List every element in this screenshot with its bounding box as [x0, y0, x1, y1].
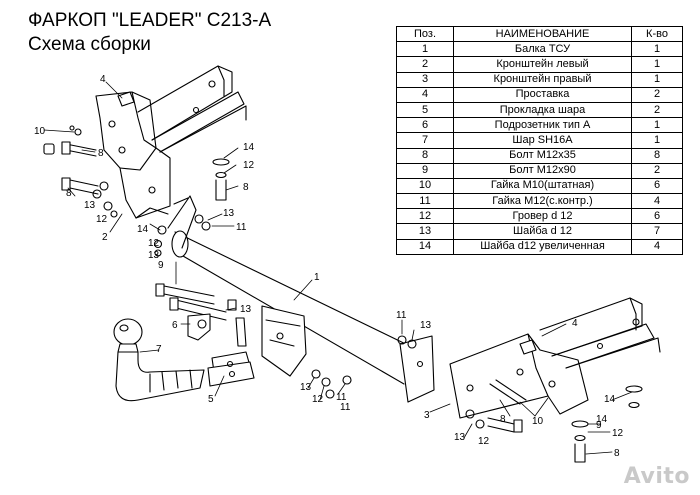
- callout-7: 7: [156, 344, 162, 355]
- callout-10: 10: [34, 126, 46, 137]
- cell-name: Шар SH16A: [453, 132, 632, 149]
- callout-12d: 12: [312, 394, 324, 405]
- callout-5: 5: [208, 394, 214, 405]
- callout-9b: 9: [596, 420, 602, 431]
- cell-name: Болт М12х35: [453, 147, 632, 164]
- callout-14d: 14: [596, 414, 608, 425]
- callout-13b: 13: [223, 208, 235, 219]
- callout-8d: 8: [500, 414, 506, 425]
- callout-8c: 8: [243, 182, 249, 193]
- callout-11c: 11: [336, 392, 347, 403]
- callout-4: 4: [100, 74, 106, 85]
- leader-lines: [43, 81, 633, 455]
- callout-11d: 11: [340, 402, 351, 413]
- hitch-beam: [167, 195, 435, 403]
- callout-13e: 13: [420, 320, 432, 331]
- callout-1: 1: [314, 272, 320, 283]
- left-fasteners: [43, 125, 118, 218]
- callout-14b: 14: [137, 224, 149, 235]
- callout-12c: 12: [148, 238, 160, 249]
- callout-13g: 13: [454, 432, 466, 443]
- tow-ball: [113, 318, 205, 402]
- diagram-subtitle: Схема сборки: [28, 34, 151, 55]
- callout-13c: 13: [148, 250, 160, 261]
- callout-12e: 12: [478, 436, 490, 447]
- callout-labels: 4 10 8 8 13 12 2 14 12 8 13 11 14 12 13 …: [34, 74, 624, 459]
- left-spacer: [117, 91, 135, 107]
- cell-qty: 4: [631, 238, 683, 255]
- callout-3: 3: [424, 410, 430, 421]
- callout-14c: 14: [604, 394, 616, 405]
- socket-bracket: [187, 313, 211, 341]
- callout-8: 8: [98, 148, 104, 159]
- right-bracket: [449, 333, 589, 419]
- callout-6: 6: [172, 320, 178, 331]
- callout-10b: 10: [532, 416, 544, 427]
- left-frame-rail: [137, 65, 247, 153]
- cell-name: Кронштейн правый: [453, 71, 632, 88]
- callout-2: 2: [102, 232, 108, 243]
- center-fasteners-upper: [153, 158, 230, 257]
- cell-name: Шайба d12 увеличенная: [453, 238, 632, 255]
- cell-qty: 7: [631, 223, 683, 240]
- callout-12: 12: [96, 214, 108, 225]
- callout-4b: 4: [572, 318, 578, 329]
- long-bolts: [155, 283, 237, 321]
- callout-13: 13: [84, 200, 96, 211]
- callout-11b: 11: [396, 310, 407, 321]
- callout-12b: 12: [243, 160, 255, 171]
- cell-name: Гайка М12(с.контр.): [453, 193, 632, 210]
- callout-12f: 12: [612, 428, 624, 439]
- callout-11: 11: [236, 222, 247, 233]
- right-frame-rail: [519, 297, 661, 369]
- callout-14: 14: [243, 142, 255, 153]
- callout-8e: 8: [614, 448, 620, 459]
- right-fasteners: [465, 379, 643, 463]
- callout-13d: 13: [240, 304, 252, 315]
- callout-9: 9: [158, 260, 164, 271]
- avito-watermark: Avito: [623, 464, 690, 489]
- callout-8b: 8: [66, 188, 72, 199]
- ball-shims: [207, 317, 255, 387]
- diagram-title: ФАРКОП "LEADER" C213-A: [28, 10, 272, 31]
- center-fasteners-lower: [311, 335, 417, 399]
- left-bracket: [95, 91, 171, 219]
- callout-13f: 13: [300, 382, 312, 393]
